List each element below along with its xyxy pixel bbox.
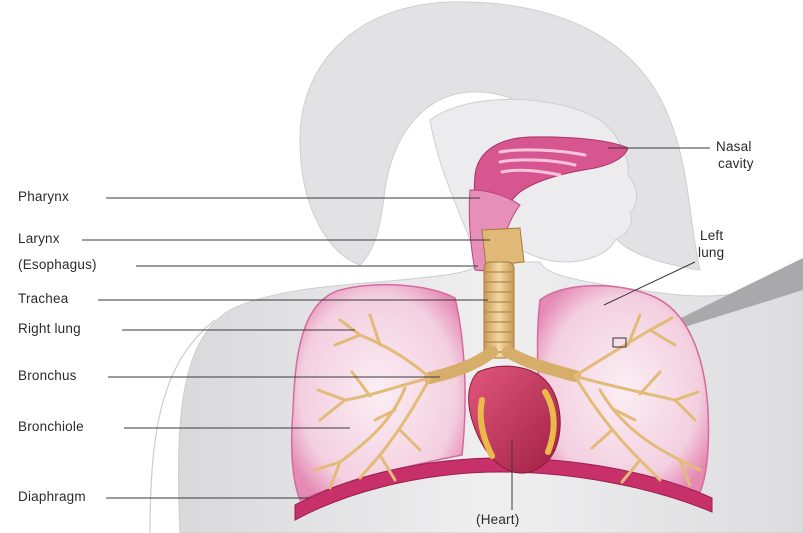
- label-right-lung: Right lung: [18, 321, 81, 336]
- label-esophagus: (Esophagus): [18, 257, 97, 272]
- label-larynx: Larynx: [18, 231, 60, 246]
- label-bronchiole: Bronchiole: [18, 419, 84, 434]
- label-bronchus: Bronchus: [18, 368, 77, 383]
- label-left-lung-line1: Left: [700, 228, 723, 243]
- label-trachea: Trachea: [18, 291, 68, 306]
- label-heart: (Heart): [476, 512, 519, 527]
- larynx: [482, 228, 524, 266]
- label-nasal-cavity-line2: cavity: [718, 156, 754, 171]
- label-nasal-cavity-line1: Nasal: [716, 139, 752, 154]
- label-pharynx: Pharynx: [18, 189, 69, 204]
- label-left-lung-line2: lung: [698, 245, 724, 260]
- trachea: [484, 262, 514, 358]
- label-diaphragm: Diaphragm: [18, 489, 86, 504]
